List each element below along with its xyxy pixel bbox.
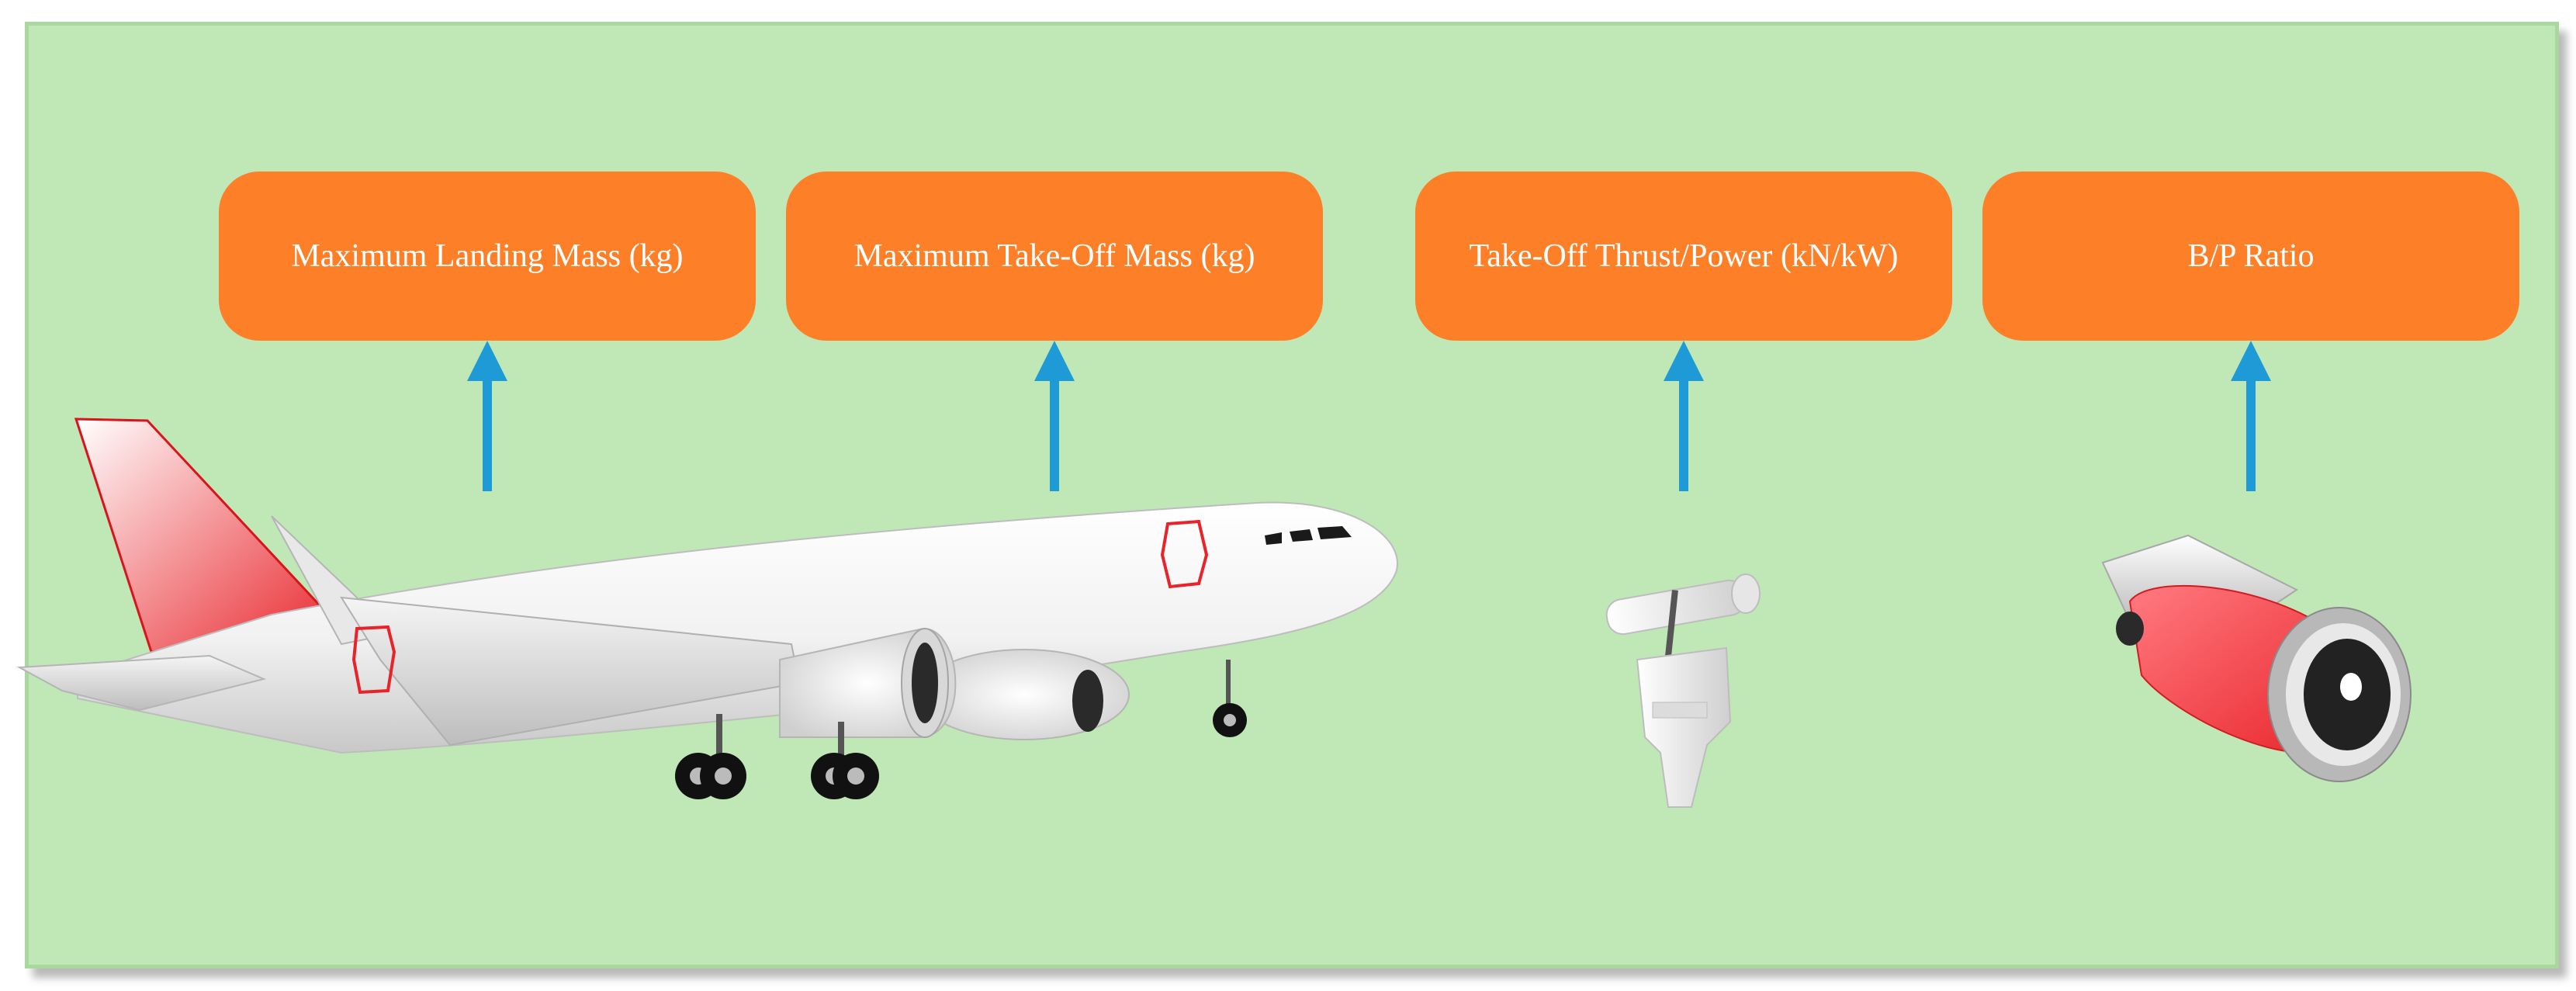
box-max-landing-mass: Maximum Landing Mass (kg) (219, 172, 756, 341)
box-max-takeoff-mass: Maximum Take-Off Mass (kg) (786, 172, 1323, 341)
arrow-up-icon (1034, 341, 1075, 491)
box-takeoff-thrust-power: Take-Off Thrust/Power (kN/kW) (1415, 172, 1952, 341)
thrust-lever-icon (1605, 573, 1761, 808)
arrow-up-icon (1664, 341, 1704, 491)
jet-engine-icon (2101, 534, 2412, 782)
box-bp-ratio: B/P Ratio (1982, 172, 2519, 341)
airplane-icon (16, 418, 1398, 799)
arrow-up-icon (2231, 341, 2271, 491)
arrow-up-icon (467, 341, 507, 491)
